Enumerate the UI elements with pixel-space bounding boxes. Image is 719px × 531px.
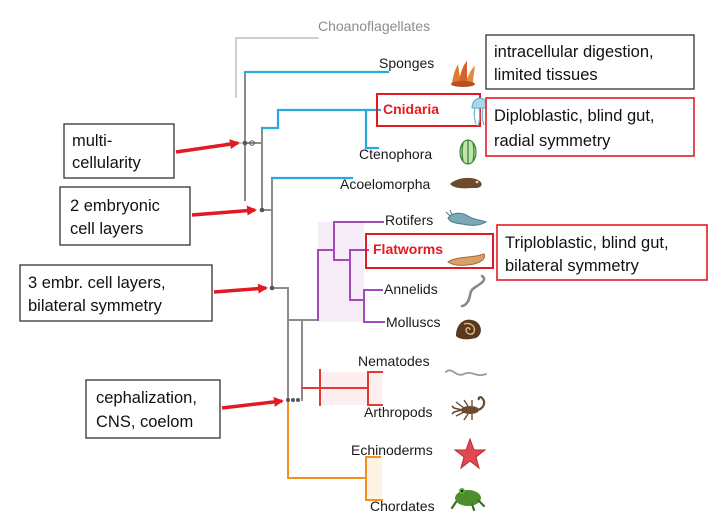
flatworms-highlight-box xyxy=(365,233,494,269)
taxon-acoelomorpha: Acoelomorpha xyxy=(340,176,430,192)
trait-line: cephalization, xyxy=(96,389,197,407)
trait-box-multicellularity: multi- cellularity xyxy=(63,123,175,179)
trait-line: bilateral symmetry xyxy=(28,297,163,315)
trait-line: 3 embr. cell layers, xyxy=(28,274,166,292)
snail-icon xyxy=(456,319,481,340)
taxon-annelids: Annelids xyxy=(384,281,438,297)
trait-line: cellularity xyxy=(72,154,142,172)
note-box-sponges: intracellular digestion, limited tissues xyxy=(485,34,695,90)
spiralia-shading xyxy=(318,222,364,322)
taxon-chordates: Chordates xyxy=(370,498,435,514)
trait-box-embryonic-layers: 2 embryonic cell layers xyxy=(59,186,191,246)
scorpion-icon xyxy=(451,396,486,421)
note-line: Diploblastic, blind gut, xyxy=(494,107,655,125)
taxon-rotifers: Rotifers xyxy=(385,212,433,228)
note-box-flatworms: Triploblastic, blind gut, bilateral symm… xyxy=(496,224,708,281)
frog-icon xyxy=(450,488,486,512)
node-marker xyxy=(269,285,275,291)
branch-coelenterata-stem xyxy=(276,108,368,150)
taxon-flatworms: Flatworms xyxy=(373,241,443,257)
nematode-icon xyxy=(445,369,487,377)
starfish-icon xyxy=(453,437,487,470)
rotifer-icon xyxy=(445,209,487,226)
note-box-cnidaria: Diploblastic, blind gut, radial symmetry xyxy=(485,97,695,157)
note-line: radial symmetry xyxy=(494,132,611,150)
taxon-choanoflagellates: Choanoflagellates xyxy=(318,18,430,34)
branch-deuterostomia xyxy=(287,399,367,479)
node-marker xyxy=(259,207,265,213)
node-marker xyxy=(249,140,255,146)
arrow-embryonic-layers xyxy=(191,205,257,217)
taxon-labels: Choanoflagellates Sponges Cnidaria Cteno… xyxy=(318,18,443,514)
trait-arrows xyxy=(175,139,284,410)
ecdysozoa-shading xyxy=(320,372,382,405)
note-line: intracellular digestion, xyxy=(494,43,654,61)
trait-line: cell layers xyxy=(70,220,143,238)
acoel-worm-icon xyxy=(450,177,482,189)
sponge-icon xyxy=(451,61,475,87)
taxon-sponges: Sponges xyxy=(379,55,434,71)
taxon-echinoderms: Echinoderms xyxy=(351,442,433,458)
comb-jelly-icon xyxy=(459,139,477,165)
note-line: limited tissues xyxy=(494,66,598,84)
node-marker xyxy=(242,140,248,146)
taxon-arthropods: Arthropods xyxy=(364,404,432,420)
branch-choanoflagellates xyxy=(235,37,319,98)
deuterostome-shading xyxy=(366,457,382,500)
note-line: Triploblastic, blind gut, xyxy=(505,234,669,252)
flatworm-icon xyxy=(447,253,485,266)
arrow-bilateral xyxy=(213,283,268,294)
taxon-nematodes: Nematodes xyxy=(358,353,430,369)
trait-line: CNS, coelom xyxy=(96,413,193,431)
node-marker xyxy=(286,398,290,402)
tree-branches xyxy=(225,37,390,501)
arrow-multicellularity xyxy=(175,139,240,154)
trait-box-bilateral: 3 embr. cell layers, bilateral symmetry xyxy=(19,264,213,322)
earthworm-icon xyxy=(460,274,486,308)
node-marker xyxy=(296,398,300,402)
cnidaria-highlight-box xyxy=(376,93,481,127)
taxon-molluscs: Molluscs xyxy=(386,314,440,330)
note-line: bilateral symmetry xyxy=(505,257,640,275)
taxon-ctenophora: Ctenophora xyxy=(359,146,432,162)
node-markers xyxy=(242,140,300,402)
arrow-cephalization xyxy=(221,396,284,410)
node-marker xyxy=(291,398,295,402)
taxon-cnidaria: Cnidaria xyxy=(383,101,439,117)
trait-line: multi- xyxy=(72,132,112,150)
trait-box-cephalization: cephalization, CNS, coelom xyxy=(85,379,221,439)
trait-line: 2 embryonic xyxy=(70,197,160,215)
